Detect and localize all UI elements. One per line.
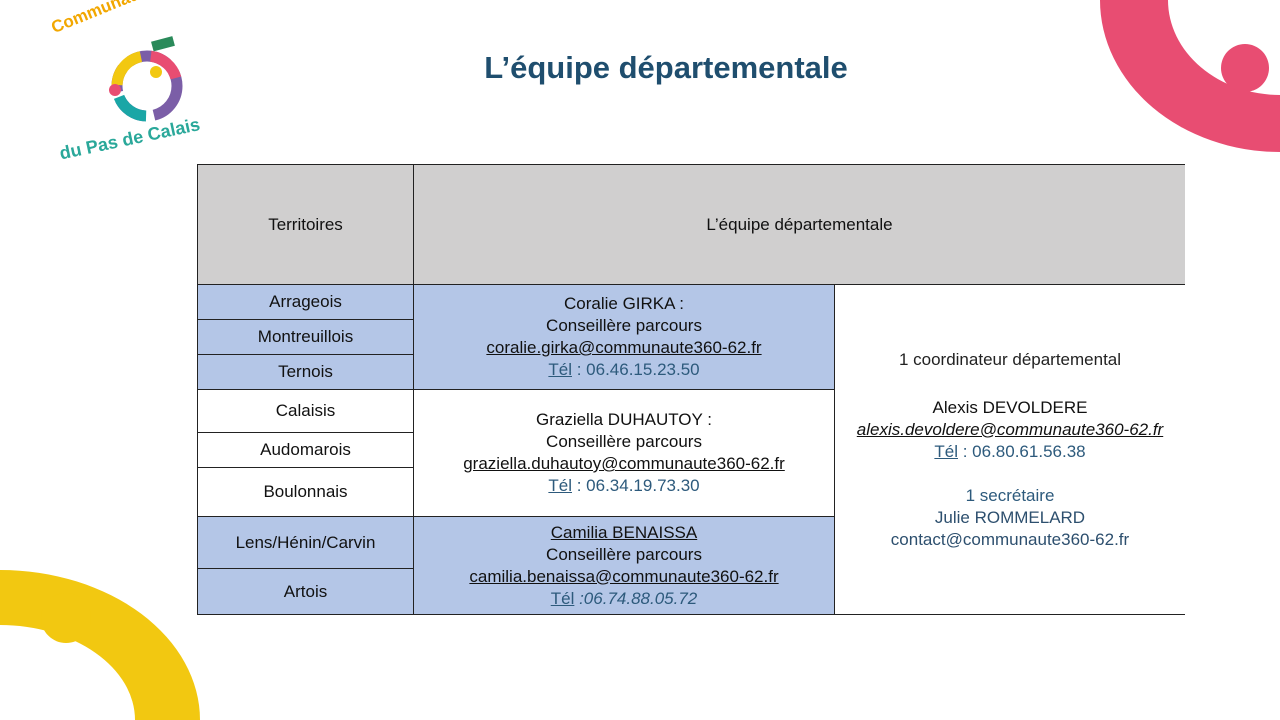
header-equipe: L’équipe départementale — [414, 165, 1185, 285]
territory-ternois: Ternois — [198, 355, 414, 390]
tel-label-link[interactable]: Tél — [548, 476, 572, 495]
tel-label-link[interactable]: Tél — [548, 360, 572, 379]
tel-value: : 06.80.61.56.38 — [958, 441, 1086, 461]
tel-value: : 06.34.19.73.30 — [572, 476, 700, 495]
advisor-role: Conseillère parcours — [546, 544, 702, 564]
advisor-phone: Tél : 06.34.19.73.30 — [548, 475, 699, 497]
tel-label-link[interactable]: Tél — [550, 588, 575, 608]
coordinator-cell: 1 coordinateur départemental Alexis DEVO… — [835, 285, 1185, 615]
secretary-label: 1 secrétaire — [965, 485, 1055, 505]
team-table: Territoires L’équipe départementale Arra… — [197, 164, 1185, 615]
advisor-email-link[interactable]: coralie.girka@communaute360-62.fr — [486, 338, 762, 357]
advisor-role: Conseillère parcours — [546, 432, 702, 451]
coordinator-label: 1 coordinateur départemental — [898, 349, 1122, 369]
coordinator-phone: Tél : 06.80.61.56.38 — [934, 441, 1085, 463]
advisor-coralie-girka: Coralie GIRKA : Conseillère parcours cor… — [414, 285, 835, 390]
advisor-role: Conseillère parcours — [546, 316, 702, 335]
territory-arrageois: Arrageois — [198, 285, 414, 320]
advisor-phone: Tél : 06.46.15.23.50 — [548, 359, 699, 381]
advisor-email-link[interactable]: graziella.duhautoy@communaute360-62.fr — [463, 454, 785, 473]
advisor-name: Graziella DUHAUTOY : — [535, 410, 713, 429]
territory-audomarois: Audomarois — [198, 433, 414, 468]
coordinator-name: Alexis DEVOLDERE — [932, 397, 1088, 417]
territory-montreuillois: Montreuillois — [198, 320, 414, 355]
tel-label-link[interactable]: Tél — [934, 441, 958, 461]
logo-graphic — [109, 36, 183, 122]
territory-lens-henin-carvin: Lens/Hénin/Carvin — [198, 517, 414, 569]
territory-boulonnais: Boulonnais — [198, 468, 414, 517]
advisor-name: Camilia BENAISSA — [550, 522, 698, 542]
logo: Communauté 360 du Pas de Calais — [49, 0, 222, 163]
advisor-email-link[interactable]: camilia.benaissa@communaute360-62.fr — [469, 566, 779, 586]
page-title: L’équipe départementale — [484, 50, 848, 85]
coordinator-email-link[interactable]: alexis.devoldere@communaute360-62.fr — [856, 419, 1164, 439]
advisor-phone: Tél :06.74.88.05.72 — [551, 588, 698, 610]
secretary-email: contact@communaute360-62.fr — [890, 529, 1130, 549]
advisor-camilia-benaissa: Camilia BENAISSA Conseillère parcours ca… — [414, 517, 835, 615]
tel-value: : 06.46.15.23.50 — [572, 360, 700, 379]
yellow-arc-decoration — [0, 570, 200, 720]
pink-arc-decoration — [1100, 0, 1280, 152]
territory-calaisis: Calaisis — [198, 390, 414, 433]
secretary-name: Julie ROMMELARD — [934, 507, 1086, 527]
advisor-name: Coralie GIRKA : — [564, 294, 684, 313]
tel-value: :06.74.88.05.72 — [574, 588, 698, 608]
advisor-graziella-duhautoy: Graziella DUHAUTOY : Conseillère parcour… — [414, 390, 835, 517]
header-territoires: Territoires — [198, 165, 414, 285]
territory-artois: Artois — [198, 569, 414, 615]
